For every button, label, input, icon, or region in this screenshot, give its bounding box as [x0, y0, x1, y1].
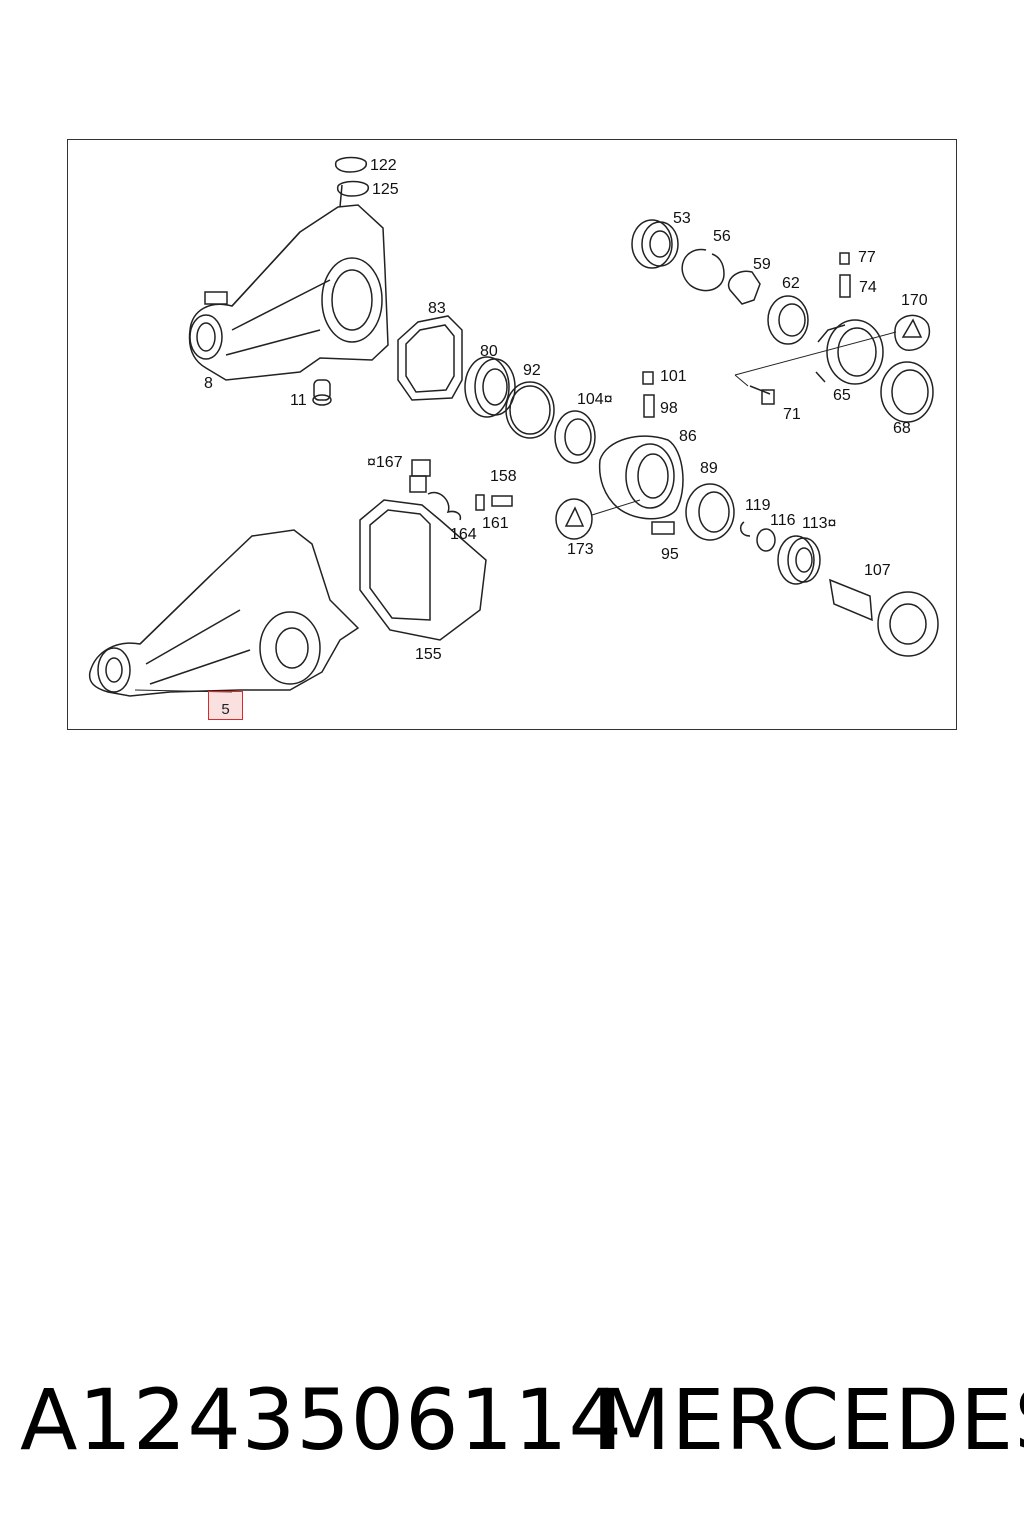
- snap-ring-56-drawing: [681, 248, 725, 292]
- part-label: 116: [770, 512, 796, 529]
- part-label: 107: [864, 562, 891, 579]
- part-label: ¤167: [367, 454, 403, 471]
- part-label: 119: [745, 497, 771, 514]
- brand-caption: MERCEDES: [598, 1371, 1024, 1469]
- part-label: 164: [450, 526, 477, 543]
- cover-gasket-drawing: [397, 315, 463, 401]
- part-label: 125: [372, 181, 399, 198]
- part-label: 83: [428, 300, 446, 317]
- assembled-axle-drawing: [88, 529, 360, 697]
- bolt-71-drawing: [749, 385, 775, 405]
- part-label: 158: [490, 468, 517, 485]
- part-label: 122: [370, 157, 397, 174]
- drain-plug-167-drawing: [409, 459, 431, 493]
- part-label: 59: [753, 256, 771, 273]
- lock-plate-59-drawing: [727, 270, 761, 305]
- part-label: 101: [660, 368, 687, 385]
- part-label: 170: [901, 292, 928, 309]
- bolt-95-drawing: [651, 521, 675, 535]
- part-label: 11: [290, 392, 307, 409]
- part-label: 113¤: [802, 515, 837, 532]
- part-label: 89: [700, 460, 718, 477]
- part-label: 77: [858, 249, 876, 266]
- part-label: 65: [833, 387, 851, 404]
- part-label: 56: [713, 228, 731, 245]
- gasket-plates-drawing: [334, 156, 370, 197]
- sensor-77-74-drawing: [839, 252, 851, 298]
- flange-170-drawing: [894, 314, 931, 351]
- bracket-164-drawing: [427, 491, 462, 521]
- ring-119-116-drawing: [739, 521, 776, 552]
- housing-65-drawing: [815, 319, 884, 385]
- part-label: 8: [204, 375, 213, 392]
- seal-68-drawing: [880, 361, 934, 423]
- part-label: 68: [893, 420, 911, 437]
- part-label: 74: [859, 279, 877, 296]
- part-label: 95: [661, 546, 679, 563]
- bearing-53-drawing: [631, 219, 679, 269]
- part-number-caption: A1243506114: [20, 1371, 623, 1469]
- part-label: 161: [482, 515, 509, 532]
- flange-173-drawing: [555, 498, 593, 540]
- differential-cover-drawing: [598, 435, 684, 520]
- bolt-158-161-drawing: [475, 494, 513, 511]
- ring-92-drawing: [505, 381, 555, 439]
- seal-62-drawing: [767, 295, 809, 345]
- cover-155-drawing: [359, 499, 487, 641]
- bearing-80-drawing: [464, 356, 516, 418]
- bushing-drawing: [312, 379, 332, 406]
- seal-104-drawing: [554, 410, 596, 464]
- part-label: 53: [673, 210, 691, 227]
- axle-housing-drawing: [188, 184, 389, 381]
- output-flange-107-drawing: [829, 578, 939, 657]
- diagram-frame: [67, 139, 957, 730]
- part-label: 86: [679, 428, 697, 445]
- part-label: 62: [782, 275, 800, 292]
- part-label: 98: [660, 400, 678, 417]
- part-label: 71: [783, 406, 801, 423]
- part-label: 155: [415, 646, 442, 663]
- highlighted-part-label: 5: [208, 691, 243, 720]
- part-label: 92: [523, 362, 541, 379]
- part-label: 104¤: [577, 391, 613, 408]
- bearing-113-drawing: [777, 535, 821, 585]
- seal-89-drawing: [685, 483, 735, 541]
- part-label: 173: [567, 541, 594, 558]
- breather-drawing: [642, 371, 655, 418]
- part-label: 80: [480, 343, 498, 360]
